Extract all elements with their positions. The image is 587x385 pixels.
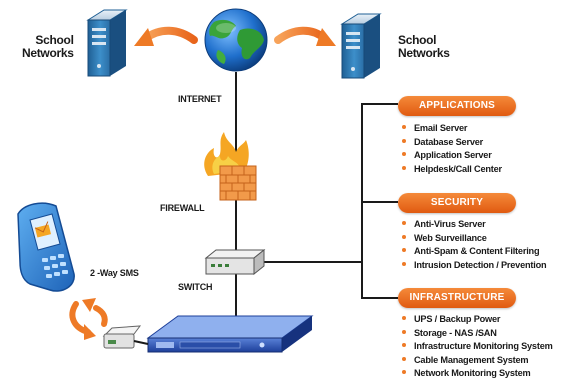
list-item: UPS / Backup Power bbox=[402, 313, 553, 327]
list-item: Anti-Virus Server bbox=[402, 218, 546, 232]
internet-globe-icon bbox=[204, 8, 268, 72]
infrastructure-badge: INFRASTRUCTURE bbox=[398, 288, 516, 308]
list-item: Database Server bbox=[402, 136, 502, 150]
list-item: Network Monitoring System bbox=[402, 367, 553, 381]
right-network-label: School Networks bbox=[398, 33, 450, 60]
sms-exchange-arrows-icon bbox=[69, 298, 108, 340]
list-item: Intrusion Detection / Prevention bbox=[402, 259, 547, 273]
list-item: Infrastructure Monitoring System bbox=[402, 340, 553, 354]
list-item: Storage - NAS /SAN bbox=[402, 327, 553, 341]
switch-label: SWITCH bbox=[178, 282, 213, 292]
rack-server-icon bbox=[146, 315, 314, 353]
left-network-label: School Networks bbox=[22, 33, 74, 60]
sms-label: 2 -Way SMS bbox=[90, 268, 139, 278]
list-item: Web Surveillance bbox=[402, 232, 546, 246]
firewall-icon bbox=[204, 132, 257, 201]
applications-list: Email Server Database Server Application… bbox=[402, 122, 502, 176]
list-item: Anti-Spam & Content Filtering bbox=[402, 245, 546, 259]
list-item: Email Server bbox=[402, 122, 502, 136]
applications-badge: APPLICATIONS bbox=[398, 96, 516, 116]
left-school-server-icon bbox=[86, 9, 128, 77]
right-school-server-icon bbox=[340, 13, 382, 79]
security-badge: SECURITY bbox=[398, 193, 516, 213]
switch-icon bbox=[204, 248, 266, 276]
connection-lines bbox=[235, 72, 398, 318]
infrastructure-list: UPS / Backup Power Storage - NAS /SAN In… bbox=[402, 313, 553, 381]
firewall-label: FIREWALL bbox=[160, 203, 205, 213]
security-list: Anti-Virus Server Web Surveillance Anti-… bbox=[402, 218, 547, 273]
right-arrow-icon bbox=[274, 26, 336, 46]
list-item: Application Server bbox=[402, 149, 502, 163]
list-item: Helpdesk/Call Center bbox=[402, 163, 502, 177]
mobile-phone-icon bbox=[17, 202, 75, 292]
sms-modem-icon bbox=[102, 325, 149, 349]
list-item: Cable Management System bbox=[402, 354, 553, 368]
left-arrow-icon bbox=[134, 26, 198, 46]
internet-label: INTERNET bbox=[178, 94, 222, 104]
